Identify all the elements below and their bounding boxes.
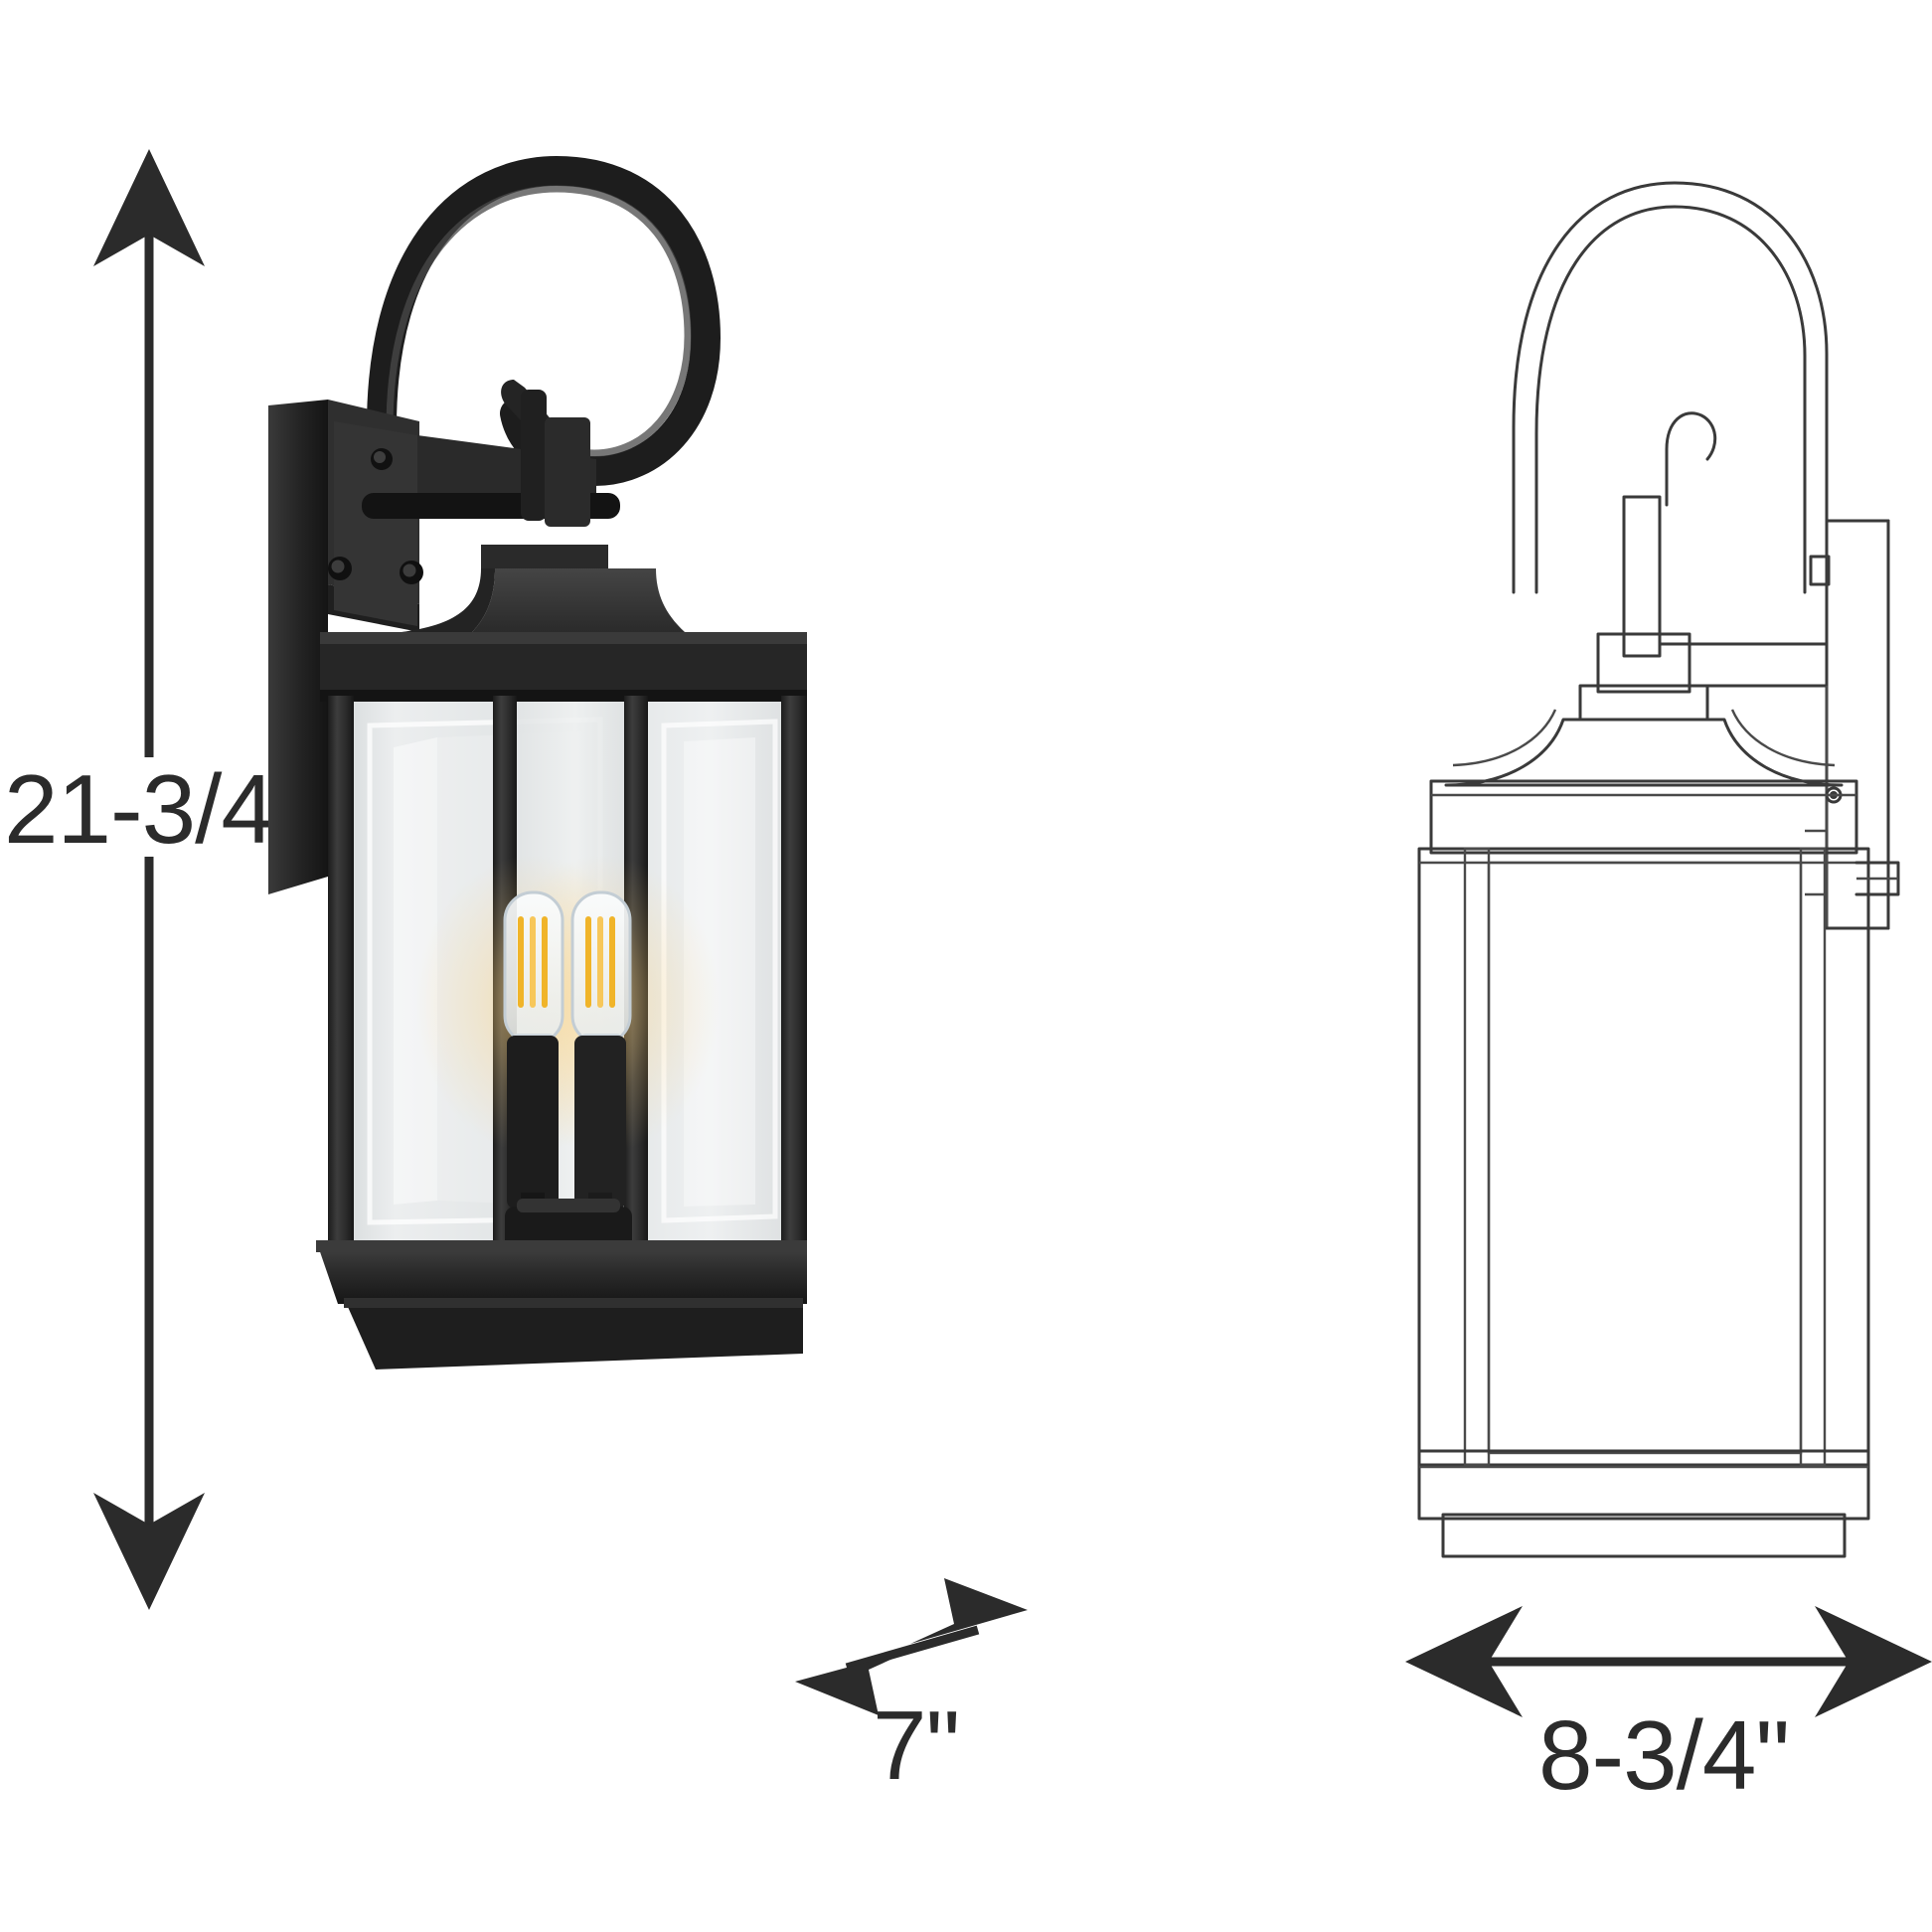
base-band [1417, 1449, 1870, 1521]
frame-post-right [781, 696, 807, 1248]
base-foot [344, 1298, 803, 1369]
height-dimension-label: 21-3/4" [4, 754, 308, 864]
line-view [1417, 181, 1900, 1558]
body-outline [1417, 847, 1870, 1467]
base-trim [316, 1240, 807, 1369]
base-band [316, 1240, 807, 1304]
led-filament-bulb [570, 890, 632, 1047]
roof-collar [1429, 779, 1858, 855]
bell-roof [320, 545, 807, 702]
bell-roof [1429, 709, 1858, 855]
height-arrow-up-icon [93, 149, 205, 266]
depth-dimension: 7" [795, 1578, 1028, 1800]
backplate-face [268, 400, 328, 894]
width-dimension: 8-3/4" [1405, 1606, 1932, 1810]
depth-arrow-left-icon [795, 1650, 912, 1715]
support-bracket [328, 390, 620, 626]
base-foot [1441, 1513, 1847, 1558]
frame-post-left [328, 696, 354, 1252]
height-arrow-down-icon [93, 1493, 205, 1610]
roof-cap [481, 545, 608, 572]
width-arrow-right-icon [1815, 1606, 1932, 1717]
led-filament-bulb [503, 890, 564, 1047]
depth-dimension-label: 7" [873, 1690, 959, 1800]
depth-arrow-right-icon [910, 1578, 1028, 1644]
scroll-arm [1512, 181, 1829, 594]
depth-dimension-line [845, 1625, 980, 1673]
bracket-stem [521, 390, 547, 521]
width-arrow-left-icon [1405, 1606, 1523, 1717]
wall-mount-plate [1805, 519, 1890, 930]
photo-view [268, 155, 807, 1369]
led-filament-bulb-group [415, 855, 720, 1252]
body-arm-joint [1854, 861, 1900, 896]
lantern-body [1417, 847, 1870, 1467]
height-dimension: 21-3/4" [4, 149, 309, 1610]
base-trim [1417, 1449, 1870, 1558]
width-dimension-label: 8-3/4" [1538, 1700, 1789, 1810]
candle-socket [507, 1036, 559, 1208]
candle-socket [574, 1036, 626, 1208]
